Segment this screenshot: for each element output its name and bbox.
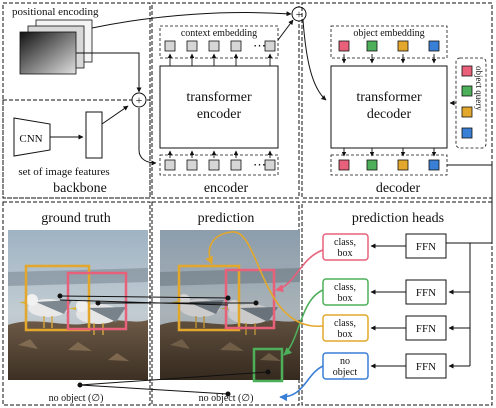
encoder-box-line2: encoder bbox=[197, 107, 242, 122]
object-embedding-label: object embedding bbox=[353, 28, 424, 39]
image-features-label: set of image features bbox=[18, 166, 109, 178]
plus-sign-top: + bbox=[296, 7, 303, 21]
head-class-box-yellow: class, box bbox=[322, 314, 369, 342]
decoder-output-tokens bbox=[338, 159, 440, 171]
positional-encoding-stack bbox=[19, 19, 93, 75]
decoder-box-line2: decoder bbox=[367, 107, 412, 122]
object-query-tokens bbox=[461, 65, 473, 139]
cnn-block: CNN bbox=[13, 117, 51, 157]
plus-sign: + bbox=[136, 93, 143, 107]
encoder-title: encoder bbox=[204, 181, 249, 196]
ffn-label-3: FFN bbox=[416, 323, 436, 335]
cnn-label: CNN bbox=[19, 133, 42, 145]
green-head-line2: box bbox=[338, 293, 353, 304]
pink-head-line2: box bbox=[338, 248, 353, 259]
prediction-heads-title: prediction heads bbox=[352, 211, 444, 226]
prediction-heads-section: prediction heads FFN FFN FFN FFN clas bbox=[205, 201, 493, 406]
object-embedding-tokens bbox=[338, 40, 440, 52]
object-query-label: object query bbox=[474, 66, 484, 111]
ffn-label-4: FFN bbox=[416, 361, 436, 373]
context-tokens: ⋯ bbox=[164, 38, 276, 53]
gt-box-yellow bbox=[24, 264, 91, 332]
prediction-title: prediction bbox=[198, 211, 255, 226]
decoder-title: decoder bbox=[376, 181, 421, 196]
no-object-pred-label: no object (∅) bbox=[199, 393, 254, 404]
encoder-box-line1: transformer bbox=[186, 90, 252, 105]
backbone-title: backbone bbox=[53, 181, 107, 196]
encoder-section: context embedding ⋯ transformer encoder bbox=[151, 2, 327, 199]
image-feature-tokens: ⋯ bbox=[164, 157, 276, 172]
ffn-label-2: FFN bbox=[416, 287, 436, 299]
pred-box-green bbox=[252, 347, 284, 383]
decoder-box-line1: transformer bbox=[356, 90, 422, 105]
ffn-blocks: FFN FFN FFN FFN bbox=[405, 233, 447, 379]
prediction-section: prediction no object (∅) bbox=[151, 201, 301, 406]
green-assignment-arrow bbox=[283, 289, 324, 356]
blue-head-line2: object bbox=[333, 367, 358, 378]
green-head-line1: class, bbox=[334, 282, 356, 293]
no-object-gt-label: no object (∅) bbox=[49, 393, 104, 404]
context-embedding-label: context embedding bbox=[181, 28, 257, 39]
pink-assignment-arrow bbox=[275, 249, 324, 293]
backbone-section: positional encoding CNN set of image fea… bbox=[2, 2, 292, 199]
yellow-head-line2: box bbox=[338, 329, 353, 340]
head-no-object-blue: no object bbox=[322, 352, 369, 380]
ground-truth-title: ground truth bbox=[41, 211, 111, 226]
pink-head-line1: class, bbox=[334, 237, 356, 248]
yellow-assignment-arrow bbox=[205, 231, 324, 327]
transformer-decoder-box bbox=[330, 65, 448, 149]
decoder-section: object embedding transformer decoder bbox=[301, 2, 493, 244]
gt-box-pink bbox=[66, 271, 128, 331]
prediction-image bbox=[159, 229, 301, 381]
blue-head-line1: no bbox=[340, 356, 350, 367]
context-ellipsis: ⋯ bbox=[253, 38, 266, 53]
positional-encoding-label: positional encoding bbox=[12, 6, 99, 18]
ffn-label-1: FFN bbox=[416, 241, 436, 253]
add-positional-node bbox=[131, 92, 147, 108]
head-class-box-green: class, box bbox=[322, 278, 369, 306]
yellow-head-line1: class, bbox=[334, 318, 356, 329]
matching-lines bbox=[57, 293, 271, 397]
token-ellipsis: ⋯ bbox=[253, 157, 266, 172]
blue-assignment-arrow bbox=[279, 365, 324, 402]
pred-box-yellow bbox=[177, 264, 241, 332]
image-features-block bbox=[85, 111, 103, 159]
transformer-encoder-box bbox=[159, 65, 279, 149]
head-class-box-pink: class, box bbox=[322, 233, 369, 261]
